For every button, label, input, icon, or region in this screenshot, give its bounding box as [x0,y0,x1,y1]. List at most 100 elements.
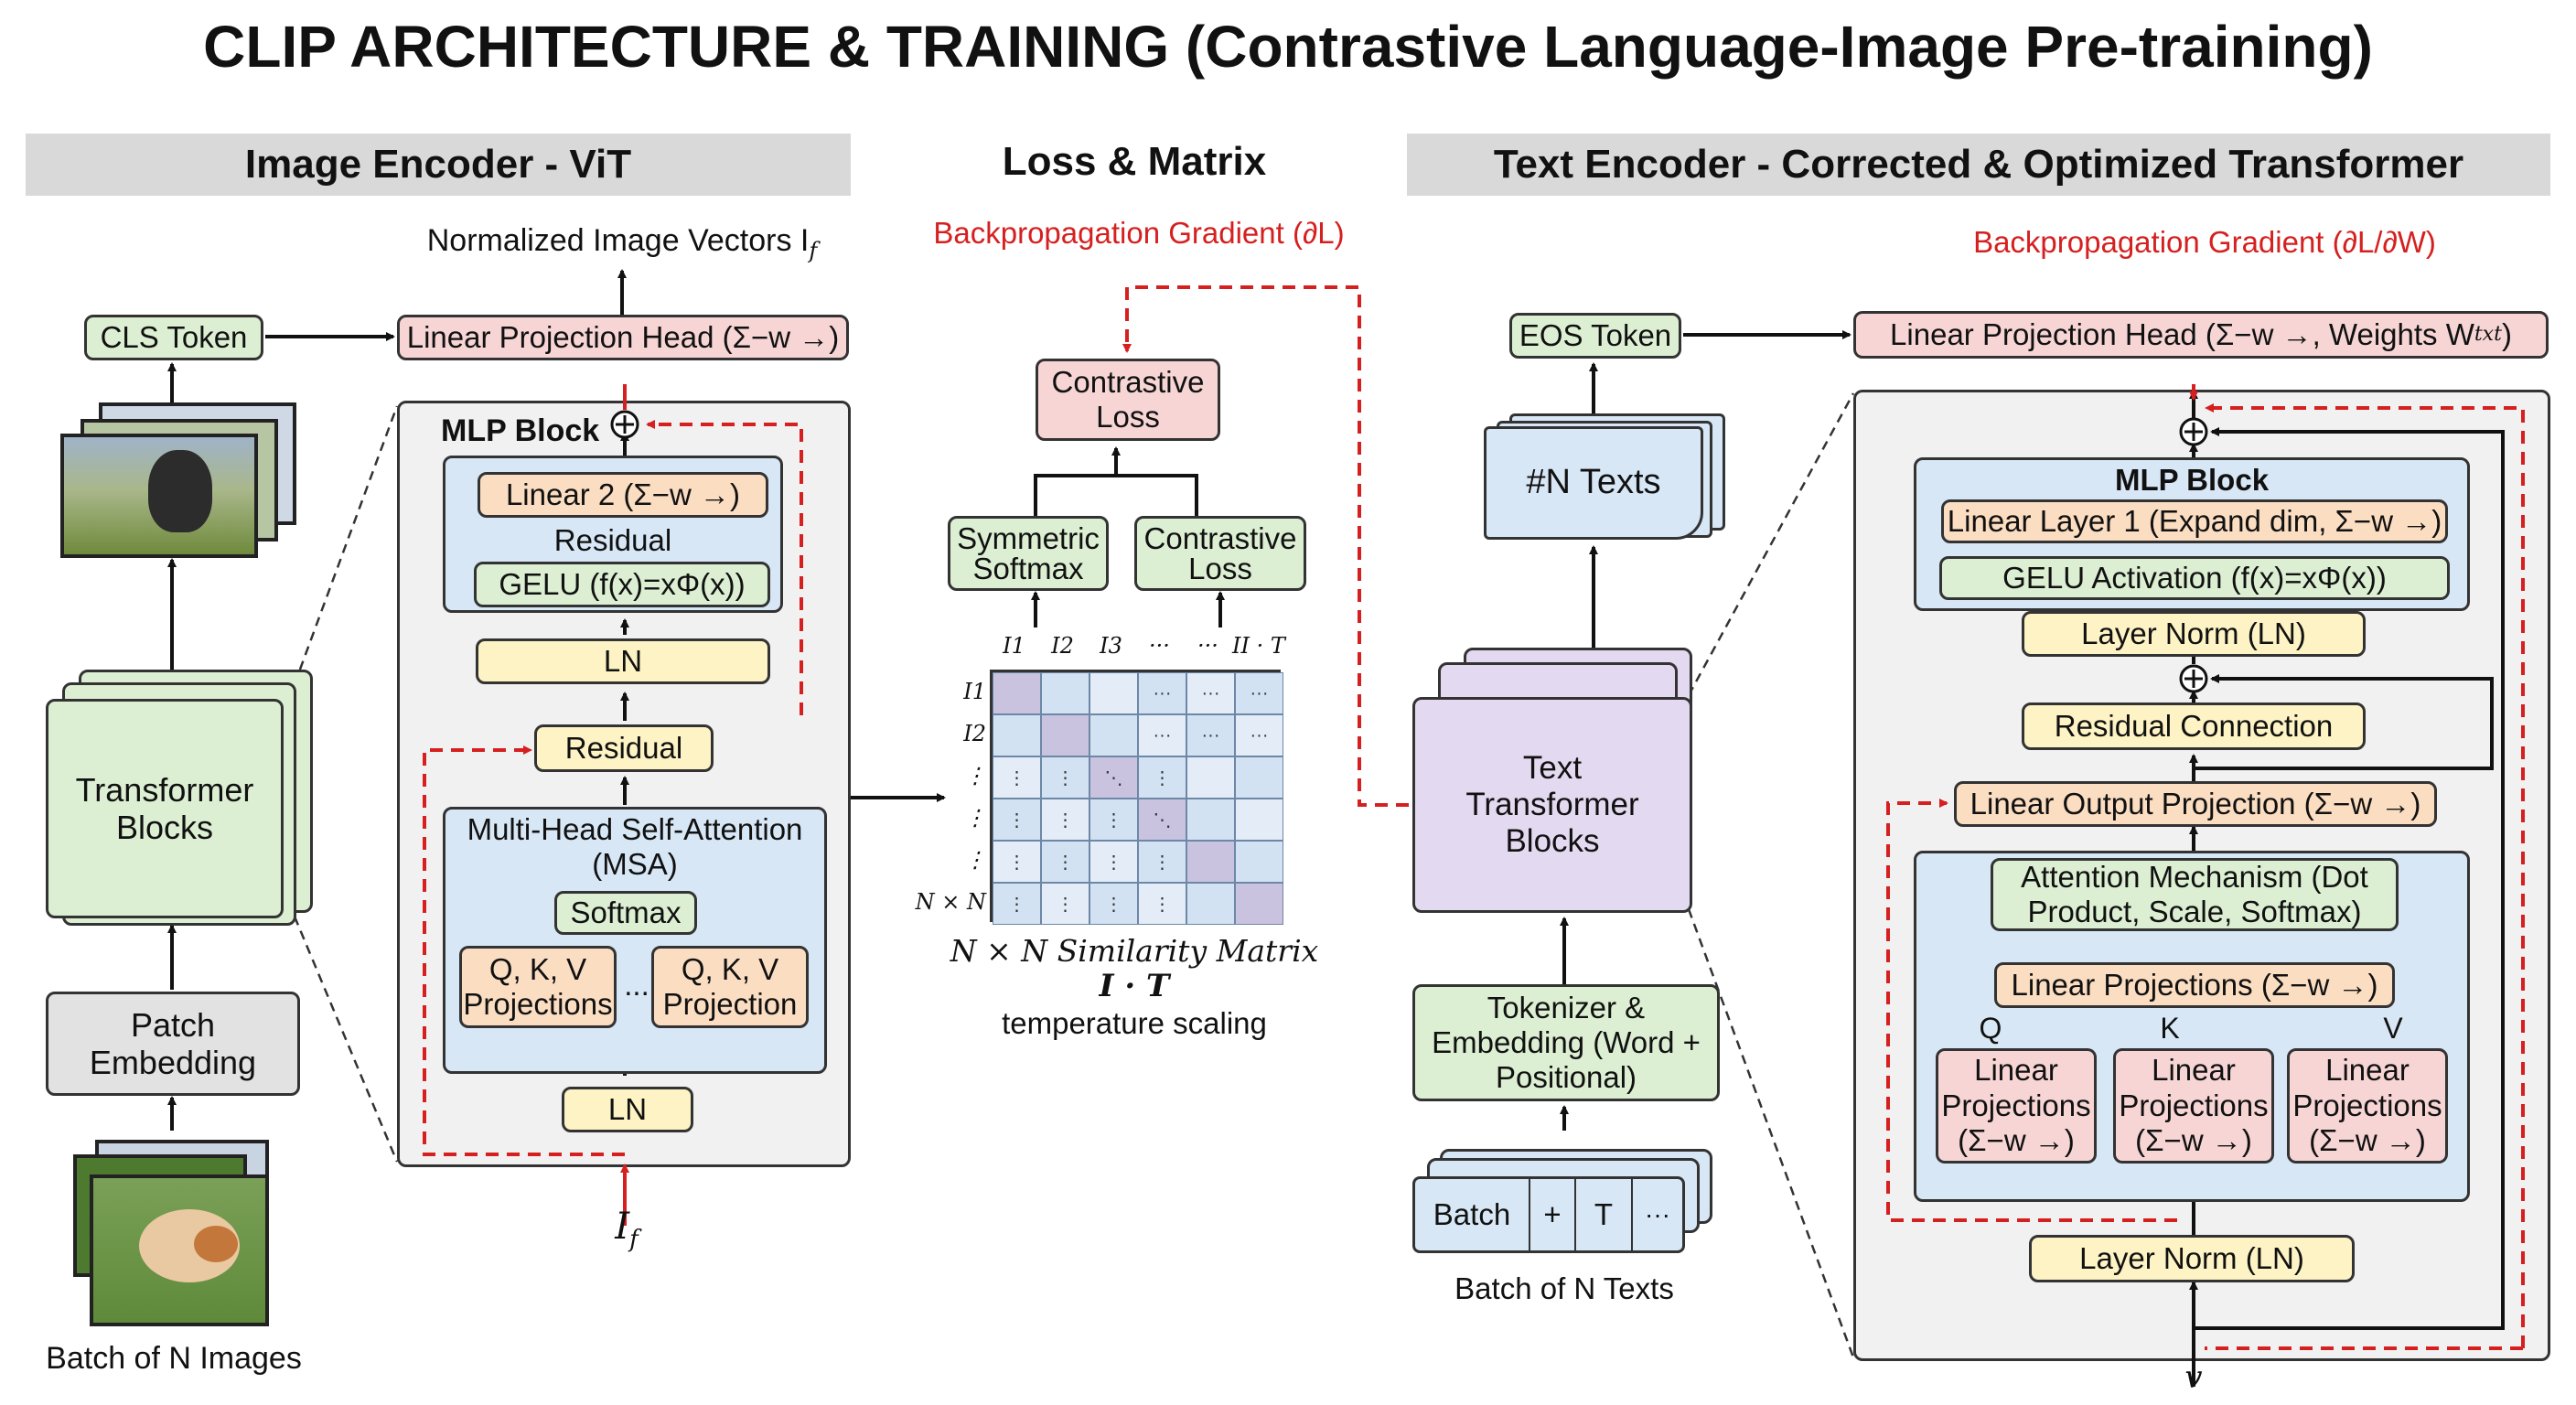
page-title: CLIP ARCHITECTURE & TRAINING (Contrastiv… [203,14,2373,80]
matrix-cell [1186,799,1235,841]
vit-mlp-block-title: MLP Block [441,413,600,448]
matrix-column-label: ··· [1197,633,1218,659]
text-linear-projections-v: Linear Projections (Σ−w →) [2287,1048,2448,1164]
matrix-cell: ··· [1186,672,1235,714]
contrastive-loss-box: Contrastive Loss [1134,516,1306,591]
text-linear-layer1-box: Linear Layer 1 (Expand dim, Σ−w →) [1941,499,2448,543]
matrix-cell: ⋮ [1089,841,1138,883]
matrix-column-label: I3 [1100,633,1122,659]
matrix-cell [1186,756,1235,799]
batch-token-t: T [1576,1179,1633,1250]
matrix-cell: ⋮ [1089,799,1138,841]
text-linear-projections-k: Linear Projections (Σ−w →) [2113,1048,2274,1164]
matrix-column-label: I2 [1051,633,1074,659]
guinea-pig-patch-icon [194,1226,238,1262]
matrix-cell [1041,672,1089,714]
cls-token-box: CLS Token [84,315,263,360]
matrix-cell: ⋮ [993,756,1041,799]
eos-token-box: EOS Token [1509,313,1681,359]
matrix-cell: ⋮ [1041,883,1089,925]
batch-token-batch: Batch [1415,1179,1530,1250]
text-mlp-block-title: MLP Block [2114,463,2270,497]
text-q-label: Q [1979,1012,2002,1045]
matrix-row-label: I2 [963,721,986,746]
vit-msa-title: Multi-Head Self-Attention (MSA) [467,812,803,881]
matrix-row-label: ⋮ [964,805,986,831]
matrix-row-label: N × N [915,889,986,915]
matrix-cell [1186,841,1235,883]
normalized-image-vectors-label: Normalized Image Vectors If [412,223,832,263]
matrix-cell: ··· [1186,714,1235,756]
text-linear-output-projection-box: Linear Output Projection (Σ−w →) [1954,781,2437,827]
batch-tokens-row: Batch + T ··· [1412,1176,1685,1253]
text-attention-mechanism-box: Attention Mechanism (Dot Product, Scale,… [1991,858,2399,931]
matrix-cell: ··· [1235,714,1283,756]
matrix-cell: ··· [1138,714,1186,756]
section-header-image-encoder: Image Encoder - ViT [26,134,851,196]
vit-input-if-label: If [585,1206,668,1253]
vit-qkv-ellipsis: ... [624,968,649,1002]
vit-gelu-box: GELU (f(x)=xΦ(x)) [474,562,770,607]
text-linear-projection-head: Linear Projection Head (Σ−w →, Weights W… [1853,311,2549,359]
text-v-label: V [2383,1012,2403,1045]
symmetric-softmax-box: Symmetric Softmax [948,516,1109,591]
vit-qkv-projection-right: Q, K, V Projection [651,946,809,1028]
matrix-cell: ⋮ [1138,841,1186,883]
matrix-cell: ⋮ [1089,883,1138,925]
matrix-cell [1235,883,1283,925]
matrix-caption: N × N Similarity Matrix [950,933,1319,969]
contrastive-loss-top-box: Contrastive Loss [1036,359,1220,441]
text-linear-projection-head-label: Linear Projection Head (Σ−w →, Weights W [1890,317,2474,352]
matrix-cell: ⋮ [1041,756,1089,799]
matrix-row-label: ⋮ [964,763,986,788]
batch-token-ellipsis: ··· [1645,1200,1670,1228]
matrix-cell: ··· [1138,672,1186,714]
text-layer-norm-upper-box: Layer Norm (LN) [2022,611,2366,657]
text-linear-projection-head-sub: txt [2474,323,2502,347]
text-layer-norm-lower-box: Layer Norm (LN) [2029,1235,2355,1282]
matrix-cell: ⋮ [1041,841,1089,883]
matrix-cell: ⋮ [993,799,1041,841]
matrix-cell: ⋮ [993,841,1041,883]
vit-msa-block [443,807,827,1074]
batch-of-texts-label: Batch of N Texts [1454,1271,1674,1305]
matrix-column-label: ··· [1149,633,1170,659]
input-image-photo [90,1174,269,1326]
text-residual-connection-box: Residual Connection [2022,702,2366,750]
goat-silhouette-icon [148,450,212,532]
matrix-cell [1235,841,1283,883]
matrix-cell [1235,799,1283,841]
text-transformer-blocks-box: Text Transformer Blocks [1412,697,1692,913]
transformer-blocks-box: Transformer Blocks [46,699,284,918]
text-gelu-activation-box: GELU Activation (f(x)=xΦ(x)) [1939,556,2450,600]
matrix-column-label: I1 [1003,633,1025,659]
matrix-cell [1235,756,1283,799]
text-linear-projection-head-close: ) [2501,317,2512,352]
matrix-cell: ⋱ [1089,756,1138,799]
vit-residual-box: Residual [534,724,714,772]
matrix-cell [1089,672,1138,714]
vit-input-if-text: I [615,1206,630,1248]
text-backprop-label: Backpropagation Gradient (∂L/∂W) [1973,225,2436,259]
n-texts-doc: #N Texts [1484,426,1703,540]
matrix-cell: ··· [1235,672,1283,714]
matrix-cell [1041,714,1089,756]
matrix-cell [993,714,1041,756]
text-input-v-label: v [2184,1359,2203,1396]
matrix-row-label: I1 [963,679,986,704]
vit-ln-lower-box: LN [562,1087,693,1132]
loss-backprop-label: Backpropagation Gradient (∂L) [933,216,1345,250]
vit-residual-inner-label: Residual [553,523,672,557]
matrix-note: temperature scaling [1002,1006,1267,1040]
vit-softmax-box: Softmax [554,891,697,935]
matrix-cell: ⋱ [1138,799,1186,841]
batch-token-plus: + [1530,1179,1576,1250]
text-linear-projections-box: Linear Projections (Σ−w →) [1994,962,2395,1008]
similarity-matrix: ··················⋮⋮⋱⋮⋮⋮⋮⋱⋮⋮⋮⋮⋮⋮⋮⋮ [990,670,1283,925]
image-linear-projection-head: Linear Projection Head (Σ−w →) [397,315,849,360]
section-header-text-encoder: Text Encoder - Corrected & Optimized Tra… [1407,134,2550,196]
matrix-cell: ⋮ [1138,756,1186,799]
matrix-cell: ⋮ [993,883,1041,925]
text-linear-projections-q: Linear Projections (Σ−w →) [1936,1048,2097,1164]
batch-of-images-label: Batch of N Images [46,1341,302,1376]
